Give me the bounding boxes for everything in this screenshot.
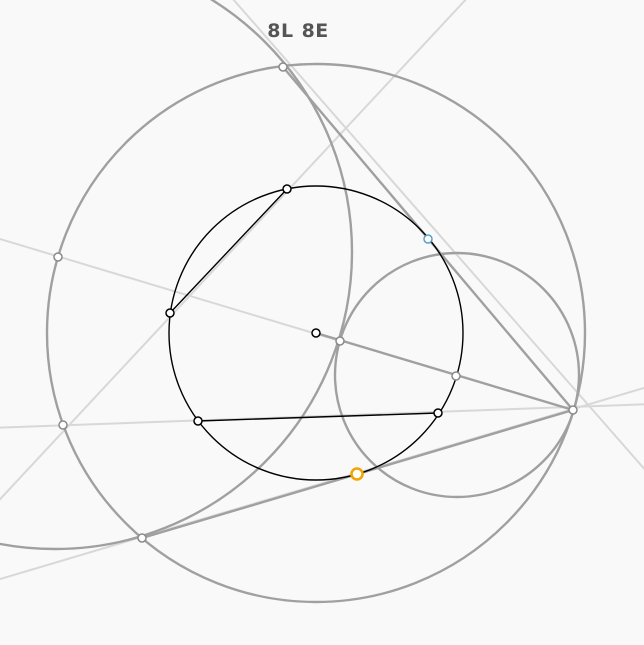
points[interactable] bbox=[53, 62, 578, 543]
point-large-circle-top[interactable] bbox=[278, 62, 288, 72]
point-right-vertex[interactable] bbox=[568, 405, 578, 415]
faint-line-steep bbox=[232, 0, 644, 471]
target-circle bbox=[168, 185, 464, 481]
point-small-circle-inner[interactable] bbox=[335, 336, 345, 346]
small-circle bbox=[333, 251, 581, 499]
faint-line-horizontal bbox=[0, 403, 644, 429]
point-large-circle-left-low[interactable] bbox=[58, 420, 68, 430]
level-label: 8L bbox=[267, 20, 294, 42]
large-circle bbox=[45, 62, 587, 604]
point-tangency-upper[interactable] bbox=[423, 234, 433, 244]
highlighted-point-icon[interactable] bbox=[350, 467, 364, 481]
offset-circle bbox=[0, 0, 354, 551]
point-target-left[interactable] bbox=[165, 308, 175, 318]
point-target-top[interactable] bbox=[282, 184, 292, 194]
point-target-lower-right[interactable] bbox=[433, 408, 443, 418]
target-shape bbox=[168, 185, 464, 481]
construction-circles bbox=[0, 0, 587, 604]
moves-label: 8E bbox=[301, 20, 329, 42]
target-chord-upper bbox=[169, 188, 288, 314]
center-line bbox=[315, 331, 574, 412]
faint-lines bbox=[0, 0, 644, 581]
target-chord-lower bbox=[197, 412, 439, 422]
point-target-lower-left[interactable] bbox=[193, 416, 203, 426]
point-large-circle-left[interactable] bbox=[53, 252, 63, 262]
point-large-circle-bottom[interactable] bbox=[137, 533, 147, 543]
faint-line-left-slope bbox=[0, 237, 341, 342]
level-status-bar: 8L 8E bbox=[0, 20, 644, 42]
point-target-center[interactable] bbox=[311, 328, 321, 338]
point-small-circle-mid[interactable] bbox=[451, 371, 461, 381]
